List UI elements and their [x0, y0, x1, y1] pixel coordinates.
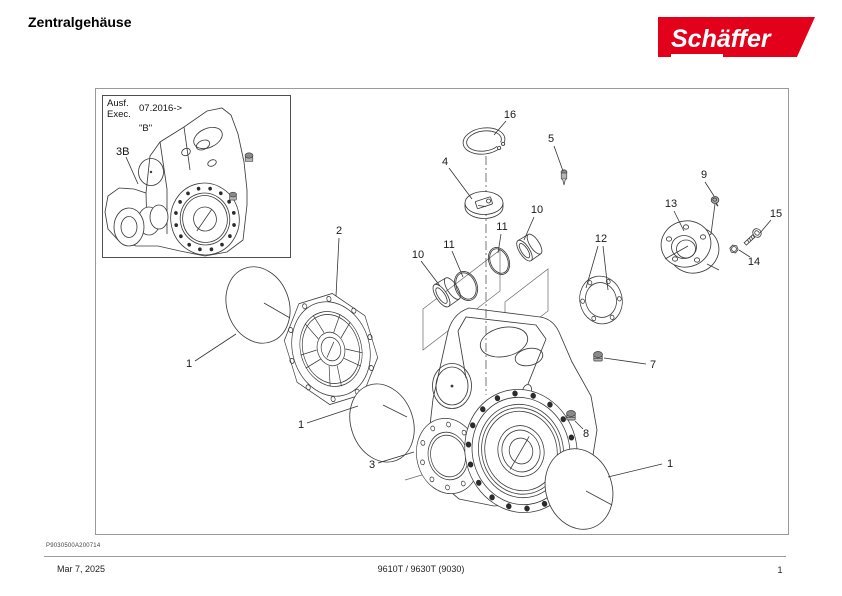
- schaeffer-logo-text: Schäffer: [671, 25, 771, 53]
- callout-numbers: 16 4 5 9 13 15 14 2 10 11 11 10 12 1 1 3…: [186, 109, 782, 471]
- inset-label-de: Ausf.: [107, 98, 129, 109]
- callout-1b: 1: [298, 419, 304, 431]
- shim-gasket-drawing-1: [225, 266, 291, 344]
- shim-gasket-drawing-3: [544, 448, 614, 530]
- callout-10a: 10: [412, 249, 424, 261]
- o-ring-drawing-b: [487, 247, 511, 275]
- callout-3: 3: [369, 459, 375, 471]
- callout-5: 5: [548, 133, 554, 145]
- callout-11b: 11: [496, 221, 507, 233]
- screw-drawing-15: [743, 228, 762, 246]
- footer-date: Mar 7, 2025: [57, 564, 106, 574]
- callout-3b: 3B: [116, 146, 129, 158]
- callout-16: 16: [504, 109, 516, 121]
- callout-12: 12: [595, 233, 607, 245]
- callout-10b: 10: [531, 204, 543, 216]
- callout-13: 13: [665, 198, 677, 210]
- bushing-drawing-a: [432, 277, 461, 308]
- page-title: Zentralgehäuse: [28, 14, 132, 30]
- schaeffer-logo-underline: [671, 54, 723, 57]
- callout-11a: 11: [443, 239, 454, 251]
- callout-4: 4: [442, 156, 448, 168]
- callout-7: 7: [650, 359, 656, 371]
- snap-ring-drawing: [462, 127, 506, 155]
- callout-1c: 1: [667, 458, 673, 470]
- callout-8: 8: [583, 428, 589, 440]
- nut-drawing-14: [729, 244, 739, 254]
- bushing-drawing-b: [516, 233, 543, 262]
- callout-9: 9: [701, 169, 707, 181]
- footer-divider: [44, 556, 786, 557]
- inset-valid-from: 07.2016->: [139, 103, 183, 114]
- callout-2: 2: [336, 225, 342, 237]
- inset-box: Ausf. Exec. 07.2016-> "B" 3B: [102, 95, 291, 258]
- inset-label-en: Exec.: [107, 109, 131, 120]
- bearing-cover-drawing: [283, 293, 379, 405]
- o-ring-drawing-a: [453, 271, 479, 301]
- schaeffer-logo: Schäffer: [658, 17, 815, 57]
- leader-lines: [194, 120, 772, 478]
- plug-drawing-8: [566, 410, 576, 421]
- inset-revision: "B": [139, 123, 152, 134]
- plug-drawing-7: [593, 351, 603, 362]
- drawing-code: P9030500A200714: [46, 543, 101, 549]
- footer-page-number: 1: [777, 565, 783, 575]
- gasket-ring-drawing: [579, 275, 623, 325]
- plug-drawing-5: [560, 169, 568, 186]
- output-flange-drawing: [660, 220, 720, 274]
- callout-1a: 1: [186, 358, 192, 370]
- callout-14: 14: [748, 256, 760, 268]
- inset-housing-drawing: [104, 107, 254, 257]
- footer-model: 9610T / 9630T (9030): [377, 564, 465, 574]
- cover-cap-drawing: [464, 191, 504, 219]
- shim-gasket-drawing-2: [349, 383, 415, 463]
- callout-15: 15: [770, 208, 782, 220]
